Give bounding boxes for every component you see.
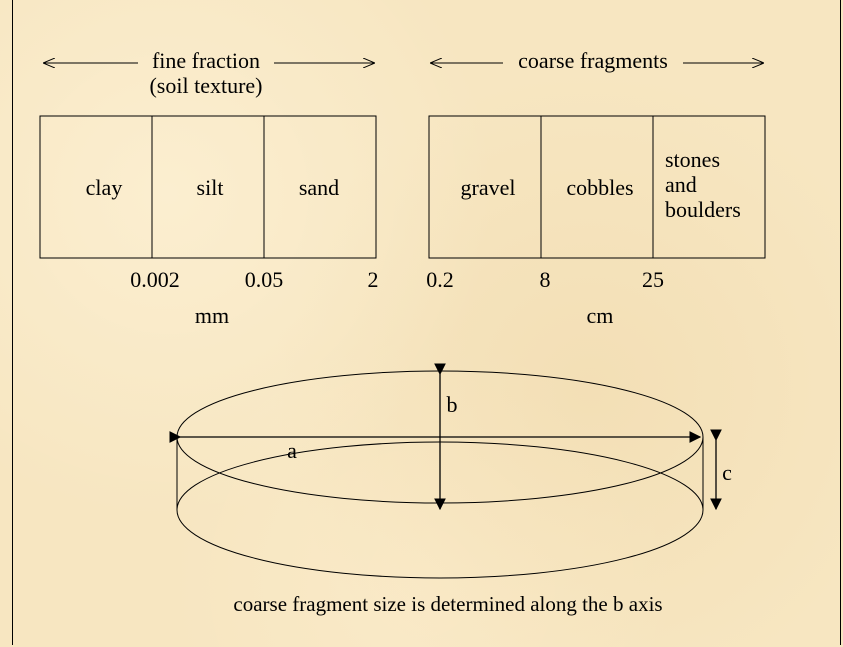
fragment-disc-diagram: [169, 363, 722, 579]
boundary-label: 25: [642, 267, 664, 292]
fine-fraction-scale: 0.002 0.05 2 mm: [130, 267, 378, 328]
boundary-label: 8: [540, 267, 551, 292]
fine-fraction-subheading: (soil texture): [149, 73, 262, 98]
fine-fraction-unit: mm: [195, 303, 229, 328]
axis-a-label: a: [287, 438, 297, 463]
fine-fraction-boxes: clay silt sand: [39, 115, 377, 259]
stones-label: stones: [665, 147, 720, 172]
silt-label: silt: [197, 175, 224, 200]
slide-frame: [12, 0, 841, 645]
axis-c-label: c: [722, 460, 732, 485]
boulders-label: boulders: [665, 197, 741, 222]
clay-label: clay: [86, 175, 123, 200]
fine-fraction-heading: fine fraction: [152, 48, 260, 73]
boundary-label: 0.002: [130, 267, 180, 292]
gravel-label: gravel: [461, 175, 516, 200]
coarse-fragments-unit: cm: [587, 303, 614, 328]
cobbles-label: cobbles: [566, 175, 633, 200]
coarse-fragments-heading: coarse fragments: [518, 48, 668, 73]
sand-box: [263, 115, 377, 259]
axis-b-label: b: [447, 392, 458, 417]
disc-bottom-face: [176, 509, 704, 579]
and-label: and: [665, 172, 697, 197]
boundary-label: 0.2: [426, 267, 454, 292]
diagram-caption: coarse fragment size is determined along…: [233, 592, 662, 616]
boundary-label: 0.05: [245, 267, 284, 292]
stones-and-boulders-box: [652, 115, 766, 259]
coarse-fragments-header: coarse fragments: [430, 48, 764, 73]
coarse-fragments-scale: 0.2 8 25 cm: [426, 267, 664, 328]
coarse-fragments-boxes: gravel cobbles stones and boulders: [428, 115, 766, 259]
boundary-label: 2: [368, 267, 379, 292]
sand-label: sand: [299, 175, 339, 200]
fine-fraction-header: fine fraction (soil texture): [43, 48, 375, 98]
